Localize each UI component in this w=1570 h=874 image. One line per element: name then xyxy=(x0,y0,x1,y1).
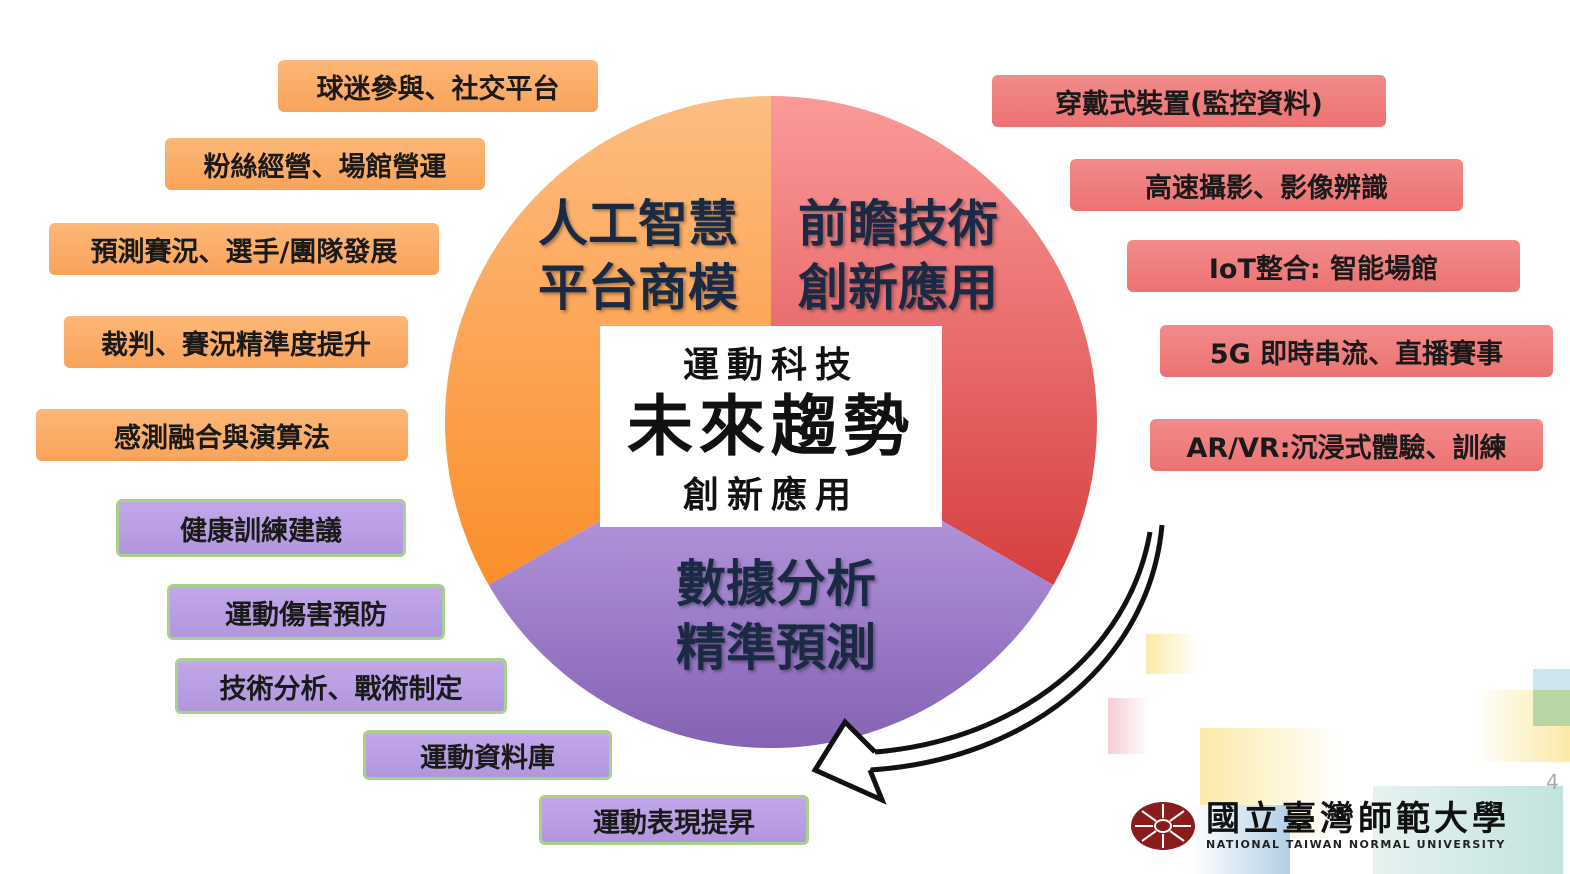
center-title-box: 運動科技 未來趨勢 創新應用 xyxy=(600,326,942,527)
red-item: AR/VR:沉浸式體驗、訓練 xyxy=(1150,419,1543,471)
segment-ai-line2: 平台商模 xyxy=(538,259,738,317)
purple-item: 運動表現提昇 xyxy=(539,795,809,845)
center-subtitle-top: 運動科技 xyxy=(682,345,859,386)
deco-yellow-1 xyxy=(1146,634,1198,674)
orange-item: 裁判、賽況精準度提升 xyxy=(64,316,408,368)
deco-green xyxy=(1533,690,1570,726)
orange-item: 預測賽況、選手/團隊發展 xyxy=(49,223,439,275)
university-seal-icon xyxy=(1131,801,1195,850)
segment-tech-title: 前瞻技術創新應用 xyxy=(798,192,998,320)
segment-tech-line1: 前瞻技術 xyxy=(798,195,998,253)
red-item: 5G 即時串流、直播賽事 xyxy=(1160,325,1553,377)
deco-teal xyxy=(1373,786,1563,874)
logo-english-name: NATIONAL TAIWAN NORMAL UNIVERSITY xyxy=(1206,838,1506,851)
segment-data-title: 數據分析精準預測 xyxy=(676,552,876,680)
deco-lightblue xyxy=(1190,805,1290,874)
red-item: 穿戴式裝置(監控資料) xyxy=(992,75,1386,127)
purple-item: 運動傷害預防 xyxy=(167,584,445,640)
purple-item: 運動資料庫 xyxy=(363,730,612,780)
university-logo: 國立臺灣師範大學 NATIONAL TAIWAN NORMAL UNIVERSI… xyxy=(1130,800,1510,851)
orange-item: 球迷參與、社交平台 xyxy=(278,60,598,112)
deco-pink xyxy=(1108,698,1150,754)
segment-data-line1: 數據分析 xyxy=(676,555,876,613)
red-item: 高速攝影、影像辨識 xyxy=(1070,159,1463,211)
logo-chinese-name: 國立臺灣師範大學 xyxy=(1206,799,1510,839)
purple-item: 技術分析、戰術制定 xyxy=(175,658,507,714)
orange-item: 感測融合與演算法 xyxy=(36,409,408,461)
segment-ai-title: 人工智慧平台商模 xyxy=(538,192,738,320)
segment-tech-line2: 創新應用 xyxy=(798,259,998,317)
segment-ai-line1: 人工智慧 xyxy=(538,195,738,253)
page-number: 4 xyxy=(1546,770,1559,794)
orange-item: 粉絲經營、場館營運 xyxy=(165,138,485,190)
purple-item: 健康訓練建議 xyxy=(116,499,406,557)
deco-blue xyxy=(1533,669,1570,691)
segment-data-line2: 精準預測 xyxy=(676,619,876,677)
curved-arrow-icon xyxy=(811,524,1165,805)
red-item: IoT整合: 智能場館 xyxy=(1127,240,1520,292)
center-main-title: 未來趨勢 xyxy=(627,388,915,465)
center-subtitle-bottom: 創新應用 xyxy=(682,475,859,516)
